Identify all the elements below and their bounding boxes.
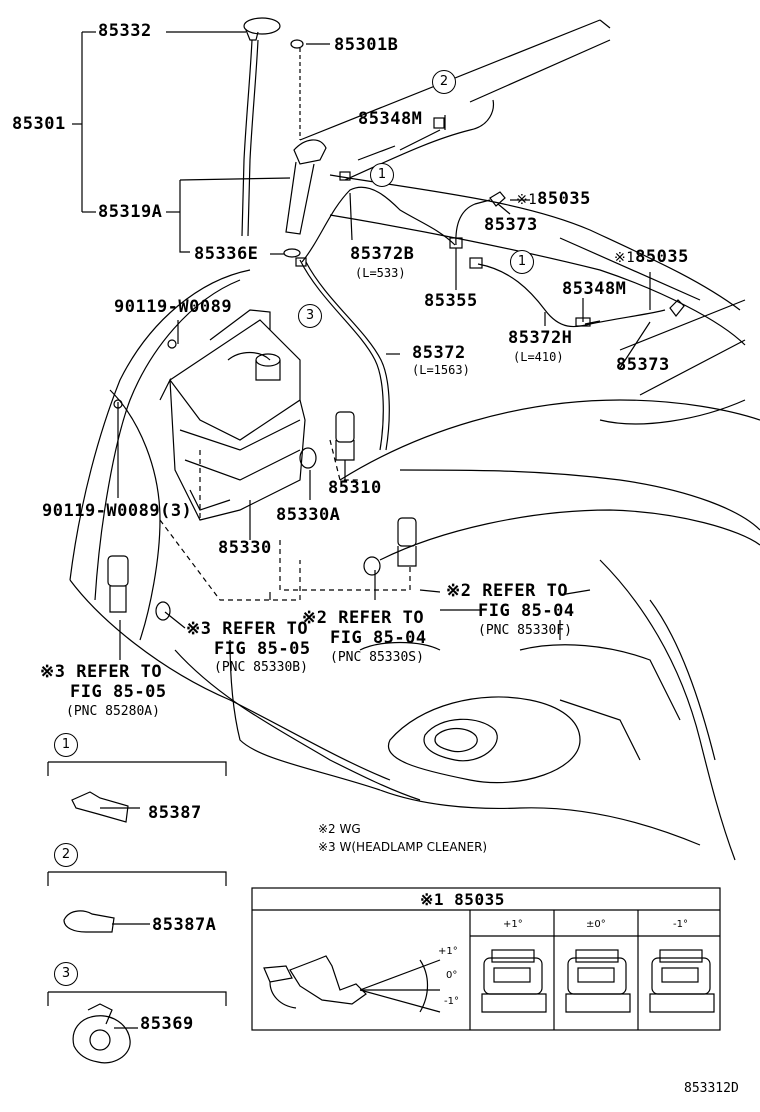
- refer-85330f-line2: FIG 85-04: [478, 601, 575, 621]
- detail-callout-1: 1: [54, 733, 78, 757]
- body-outline: [69, 269, 760, 861]
- label-85330: 85330: [218, 538, 272, 558]
- label-85372b: 85372B: [350, 244, 415, 264]
- nozzles: [489, 191, 685, 317]
- refer-85330s-line1: ※2 REFER TO: [302, 608, 425, 628]
- angle-table: [251, 887, 721, 1031]
- note-headlamp-cleaner: ※3 W(HEADLAMP CLEANER): [318, 840, 488, 854]
- label-85332: 85332: [98, 21, 152, 41]
- hood-outline: [299, 19, 746, 425]
- label-85035-a: ※185035: [516, 190, 591, 209]
- length-85372b: (L=533): [355, 266, 406, 280]
- table-col-minus1: -1°: [673, 919, 688, 930]
- angle-plus1: +1°: [438, 946, 458, 957]
- label-85035-a-num: 85035: [537, 189, 591, 209]
- label-85035-b-num: 85035: [635, 247, 689, 267]
- figure-id: 853312D: [684, 1081, 739, 1096]
- refer-85330b-line2: FIG 85-05: [214, 639, 311, 659]
- label-85355: 85355: [424, 291, 478, 311]
- label-85373-b: 85373: [616, 355, 670, 375]
- callout-1-a: 1: [370, 163, 394, 187]
- refer-85330b-line1: ※3 REFER TO: [186, 619, 309, 639]
- marker-note-2: ※1: [614, 250, 636, 266]
- label-85372: 85372: [412, 343, 466, 363]
- label-85348m-top: 85348M: [358, 109, 423, 129]
- angle-minus1: -1°: [444, 996, 459, 1007]
- length-85372h: (L=410): [513, 350, 564, 364]
- refer-85280a-line3: (PNC 85280A): [66, 704, 160, 719]
- filler-neck: [241, 17, 327, 258]
- detail-callout-3: 3: [54, 962, 78, 986]
- label-85301b: 85301B: [334, 35, 399, 55]
- length-85372: (L=1563): [412, 363, 470, 377]
- table-col-plus1: +1°: [503, 919, 523, 930]
- angle-zero: 0°: [446, 970, 458, 981]
- marker-note-1: ※1: [516, 192, 538, 208]
- callout-2-top: 2: [432, 70, 456, 94]
- label-85319a: 85319A: [98, 202, 163, 222]
- refer-85330s-line3: (PNC 85330S): [330, 650, 424, 665]
- washer-tank: [159, 309, 306, 521]
- leader-lines: [72, 31, 651, 660]
- hose-clips: [113, 117, 591, 409]
- label-85348m-b: 85348M: [562, 279, 627, 299]
- label-85372h: 85372H: [508, 328, 573, 348]
- detail-clips: [63, 791, 150, 1064]
- detail-separators: [47, 761, 227, 1006]
- label-90119-top: 90119-W0089: [114, 297, 233, 317]
- table-col-zero: ±0°: [586, 919, 606, 930]
- label-85336e: 85336E: [194, 244, 259, 264]
- refer-85330f-line3: (PNC 85330F): [478, 623, 572, 638]
- label-90119-bottom: 90119-W0089(3): [42, 501, 193, 521]
- label-85330a: 85330A: [276, 505, 341, 525]
- detail-callout-2: 2: [54, 843, 78, 867]
- label-85301: 85301: [12, 114, 66, 134]
- refer-85330s-line2: FIG 85-04: [330, 628, 427, 648]
- pumps: [107, 411, 417, 621]
- refer-85280a-line2: FIG 85-05: [70, 682, 167, 702]
- detail-label-85369: 85369: [140, 1014, 194, 1034]
- callout-1-b: 1: [510, 250, 534, 274]
- detail-label-85387: 85387: [148, 803, 202, 823]
- label-85310: 85310: [328, 478, 382, 498]
- detail-label-85387a: 85387A: [152, 915, 217, 935]
- table-title: ※1 85035: [420, 890, 505, 909]
- note-wg: ※2 WG: [318, 822, 361, 836]
- label-85373-a: 85373: [484, 215, 538, 235]
- callout-3: 3: [298, 304, 322, 328]
- refer-85330b-line3: (PNC 85330B): [214, 660, 308, 675]
- refer-85280a-line1: ※3 REFER TO: [40, 662, 163, 682]
- label-85035-b: ※185035: [614, 248, 689, 267]
- refer-85330f-line1: ※2 REFER TO: [446, 581, 569, 601]
